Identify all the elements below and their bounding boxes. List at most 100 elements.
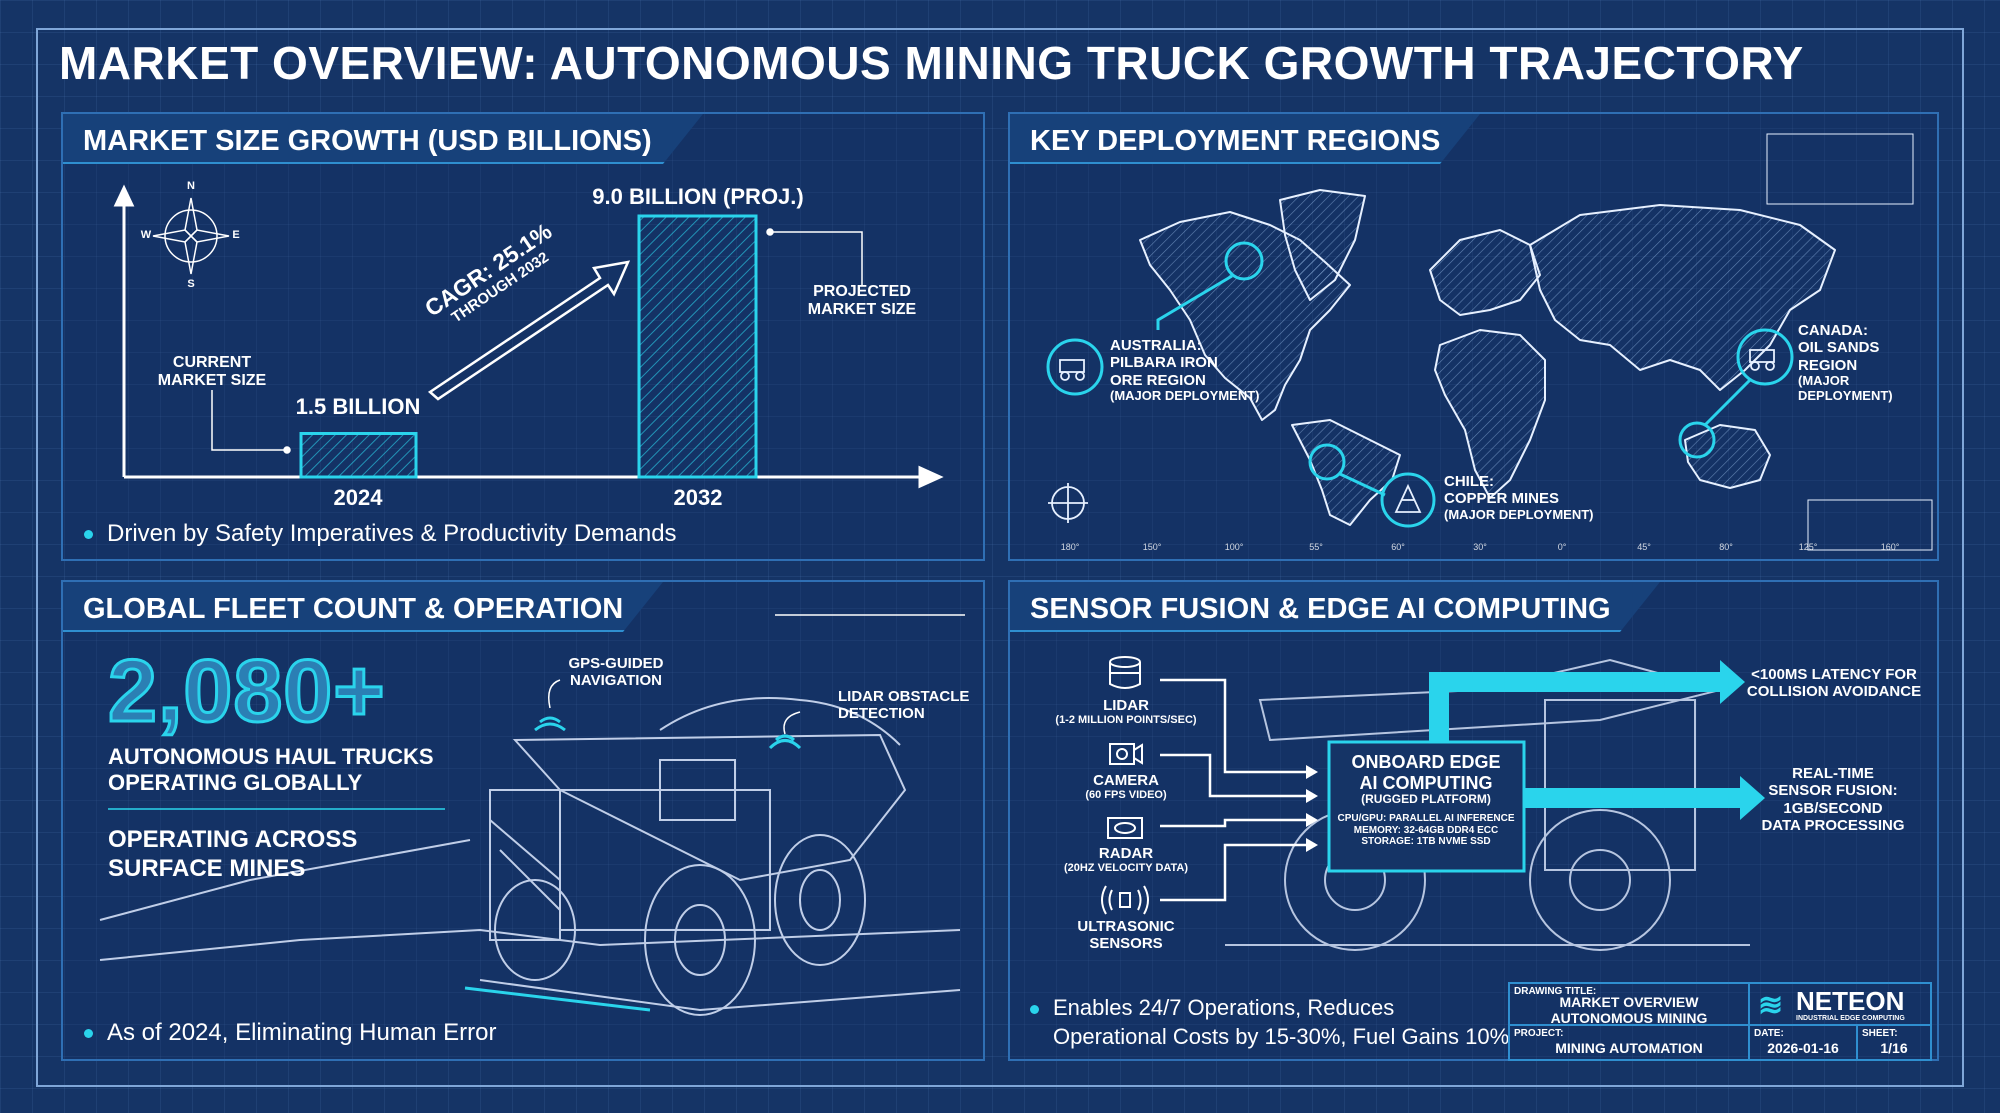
bullet-line: Operational Costs by 15-30%, Fuel Gains …	[1053, 1023, 1510, 1049]
lidar-icon	[1109, 656, 1141, 689]
greenland	[1279, 189, 1366, 301]
sensor-radar: RADAR(20Hz Velocity Data)	[1064, 845, 1188, 875]
sensor-sub: (60 FPS Video)	[1085, 789, 1167, 802]
tick-2032: 2032	[673, 485, 723, 510]
value: 2026-01-16	[1767, 1040, 1839, 1056]
canada-leader	[1703, 378, 1752, 427]
lon-tick: 160°	[1880, 542, 1900, 552]
value: 1/16	[1880, 1040, 1908, 1056]
sensor-sub: (20Hz Velocity Data)	[1063, 862, 1189, 875]
edge-computer-box	[1327, 740, 1526, 873]
label-line: REAL-TIME	[1792, 765, 1874, 782]
panel-heading: GLOBAL FLEET COUNT & OPERATION	[63, 582, 663, 632]
bullet-line: Enables 24/7 Operations, Reduces	[1053, 995, 1395, 1020]
label-line: (RUGGED PLATFORM)	[1361, 792, 1491, 807]
map-notes-box	[1766, 133, 1914, 205]
lon-tick: 0°	[1557, 542, 1567, 552]
lon-tick: 45°	[1637, 542, 1651, 552]
sensor-sub: (1-2 Million Points/sec)	[1055, 714, 1197, 727]
output-arrows	[1429, 660, 1765, 820]
edge-computer-label: ONBOARD EDGE AI COMPUTING (RUGGED PLATFO…	[1337, 752, 1514, 848]
compass-n: N	[187, 180, 195, 192]
value: MINING AUTOMATION	[1555, 1040, 1703, 1056]
current-market-label: CURRENT MARKET SIZE	[157, 354, 267, 390]
title-block-project: PROJECT:MINING AUTOMATION	[1508, 1024, 1750, 1061]
compass-icon	[152, 197, 230, 275]
label-line: CANADA:	[1798, 322, 1868, 339]
radar-icon	[1107, 817, 1143, 839]
canada-truck-icon	[1736, 328, 1794, 386]
bar1-label: 1.5 BILLION	[295, 394, 421, 419]
projected-leader	[770, 231, 863, 285]
spec-line: CPU/GPU: PARALLEL AI INFERENCE	[1337, 813, 1515, 825]
sensor-sub: SENSORS	[1089, 935, 1163, 953]
cagr-arrow	[427, 260, 631, 401]
bar-2032	[637, 214, 758, 479]
map-legend-box	[1807, 499, 1933, 551]
neteon-logo-icon: ≋	[1758, 989, 1784, 1022]
rear-wheel	[774, 834, 866, 966]
market-bullet-text: Driven by Safety Imperatives & Productiv…	[107, 520, 677, 547]
lidar-signal-icon	[768, 734, 802, 750]
sensor-name: LIDAR	[1103, 697, 1149, 714]
fleet-count: 2,080+	[107, 639, 387, 741]
australia-truck-icon	[1046, 338, 1104, 396]
label-line: COLLISION AVOIDANCE	[1746, 683, 1922, 701]
fleet-bullet-text: As of 2024, Eliminating Human Error	[107, 1019, 497, 1046]
asia	[1529, 204, 1836, 391]
fleet-line1: AUTONOMOUS HAUL TRUCKS	[108, 744, 434, 769]
label-line: DEPLOYMENT)	[1798, 387, 1893, 403]
label-line: DATA PROCESSING	[1761, 816, 1905, 834]
compass-w: W	[140, 229, 152, 241]
label-line: ONBOARD EDGE	[1351, 752, 1501, 772]
label-line: GPS-GUIDED	[568, 655, 664, 672]
sensor-camera: CAMERA(60 FPS Video)	[1085, 772, 1166, 802]
ultrasonic-icon	[1101, 885, 1149, 915]
fusion-arrow	[1524, 776, 1765, 820]
spec-line: STORAGE: 1TB NVMe SSD	[1361, 836, 1491, 848]
y-axis-arrow	[113, 184, 135, 207]
north-america-marker	[1224, 241, 1264, 281]
sensor-name: ULTRASONIC	[1077, 918, 1175, 935]
label-line: AUSTRALIA:	[1110, 337, 1202, 354]
fleet-line2: OPERATING GLOBALLY	[108, 770, 363, 795]
chile-leader	[1339, 472, 1386, 497]
europe	[1429, 229, 1541, 316]
rear-wheel	[1529, 809, 1671, 951]
label-line: NAVIGATION	[570, 672, 662, 690]
tick-2024: 2024	[333, 485, 383, 510]
panel-heading: SENSOR FUSION & EDGE AI COMPUTING	[1010, 582, 1660, 632]
bullet-dot	[84, 530, 93, 540]
gps-pointer	[548, 679, 561, 709]
dimension-arrow	[464, 986, 651, 1012]
lon-tick: 30°	[1473, 542, 1487, 552]
fleet-line4: SURFACE MINES	[108, 855, 306, 882]
gps-signal-icon	[534, 716, 566, 732]
compass-s: S	[187, 278, 195, 290]
sensor-lidar: LIDAR(1-2 Million Points/sec)	[1055, 697, 1196, 727]
panel-heading: KEY DEPLOYMENT REGIONS	[1010, 114, 1480, 164]
chile-mine-icon	[1380, 472, 1436, 528]
australia-leader	[1156, 274, 1233, 330]
truck-stairs	[489, 789, 561, 941]
label-line: COPPER MINES	[1444, 490, 1560, 508]
lon-tick: 60°	[1391, 542, 1405, 552]
australia-marker	[1678, 421, 1716, 459]
camera-icon	[1109, 743, 1143, 765]
lon-tick: 55°	[1309, 542, 1323, 552]
label-line: (MAJOR DEPLOYMENT)	[1444, 506, 1594, 522]
truck-cab	[1544, 699, 1696, 871]
title-block-sheet: SHEET:1/16	[1856, 1024, 1932, 1061]
latency-arrow	[1429, 660, 1745, 742]
current-leader	[211, 390, 285, 451]
label-line: ORE REGION	[1110, 371, 1206, 389]
